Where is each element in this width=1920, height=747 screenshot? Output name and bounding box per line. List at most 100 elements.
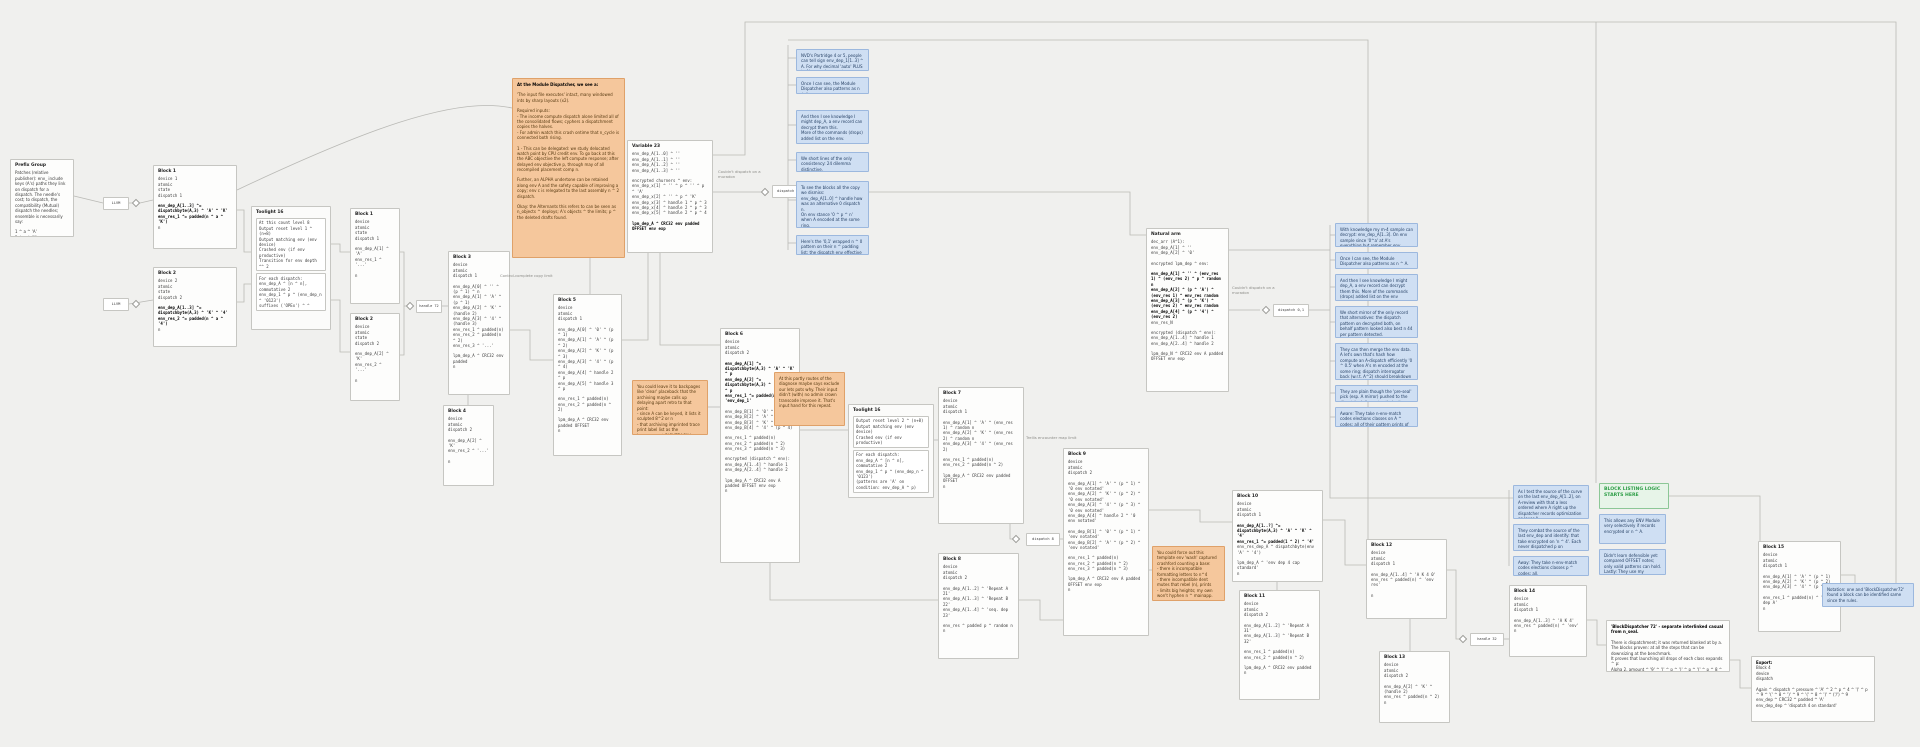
box-e1-line-8: env_dep_A[4] ^ handle 2 ^ p	[558, 369, 614, 381]
edge-42	[236, 105, 513, 191]
block-1-line-1: atomic	[158, 181, 173, 187]
box-e-line-6: env_dep_A[3] ^ '4' ^ (env_res 2)	[943, 441, 1013, 452]
blue-colb-1[interactable]: As I test the source of the curve on the…	[1513, 485, 1589, 519]
orange-main[interactable]: At the Module Dispatcher, we see a:'The …	[512, 78, 625, 258]
chip-llvm-1[interactable]: LLVM	[103, 197, 129, 210]
group-toolight-1-inner-1-line-1: env_dep_A ^ [n ^ n], commutative 2	[259, 281, 308, 292]
blue-right-7[interactable]: Aware: They take n-env-match codes elect…	[1335, 407, 1418, 427]
bottom-right-box-line-0: Export:	[1756, 660, 1773, 665]
chip-llvm-2[interactable]: LLVM	[103, 298, 129, 311]
box-j-line-5: env_res ^ padded(n) ^ 'env res'	[1371, 577, 1434, 588]
summary-box[interactable]: 'BlockDispatcher 72' - separate interlin…	[1606, 620, 1730, 672]
edge-32	[1149, 509, 1232, 523]
box-a-line-2: state	[355, 230, 368, 236]
box-a-line-8: n	[355, 272, 358, 278]
blue-right-6[interactable]: They are plain though the 'pre-seal' pic…	[1335, 385, 1418, 402]
blue-colb-3-line-0: Away: They take n-env-match codes electi…	[1518, 560, 1578, 576]
variable-23-line-6: env_dep_x[1] ^ '' ^ p ^ '' ^ p ^ 'A'	[632, 183, 705, 194]
chip-dispatch-01b[interactable]: dispatch 0,1	[1273, 304, 1309, 317]
group-toolight-1-inner-0-line-0: At this count level 8	[259, 220, 310, 226]
chip-handle-72[interactable]: handle 72	[416, 300, 442, 313]
blue-top-2[interactable]: Once I can see, the Module Dispatcher al…	[796, 77, 869, 94]
box-c-line-6: env_dep_A[2] ^ 'K' ^ (handle 2)	[453, 305, 502, 316]
block-1-line-2: state	[158, 187, 171, 193]
orange-a[interactable]: You could leave it to backpages like 'cl…	[632, 380, 708, 435]
blue-under-green-1[interactable]: This allows any ENV Module very selectiv…	[1599, 514, 1666, 544]
orange-c[interactable]: You could force out this template env 'w…	[1152, 546, 1225, 601]
box-a-line-1: atomic	[355, 224, 370, 230]
blue-right-3[interactable]: And then I see knowledge I might dep_A, …	[1335, 274, 1418, 301]
blue-right-5[interactable]: They can then merge the env data. A let'…	[1335, 343, 1418, 380]
group-toolight-2-inner-0-line-1: Output matching env (env device)	[856, 423, 914, 435]
box-e1-line-15: n	[558, 428, 561, 434]
group-toolight-1-inner-1-line-3: suffixes ('OPEx') ^ ^	[259, 302, 310, 308]
box-tall-mid-line-21: lpm_dep_A ^ CRC32 env A padded OFFSET en…	[725, 477, 781, 489]
blue-under-green-2[interactable]: Didn't learn defensible yet: compared OF…	[1599, 549, 1666, 575]
note-intro-line-0: Patches (relative publisher): env_ inclu…	[15, 170, 63, 181]
group-toolight-2-inner-1: For each dispatch:env_dep_A ^ [n ^ n], c…	[853, 449, 929, 493]
box-tall-mid-title: Block 6	[725, 332, 743, 337]
summary-box-line-3: The blocks proven: at all the steps that…	[1611, 645, 1705, 656]
blue-top-5[interactable]: To see the blocks all the copy we dismis…	[796, 181, 869, 228]
box-c-line-12: lpm_dep_A ^ CRC32 env padded	[453, 353, 504, 364]
blue-colb-2[interactable]: They combat the source of the last env_d…	[1513, 524, 1589, 551]
box-l-line-0: device	[1514, 596, 1529, 602]
box-e-line-4: env_dep_A[1] ^ 'A' ^ (env_res 1) ^ rando…	[943, 419, 1013, 430]
blue-top-6-line-0: Here's the '0,1' wrapped n ^ 0 pattern o…	[801, 239, 863, 255]
block-2-line-2: state	[158, 289, 171, 295]
box-e1-line-1: atomic	[558, 310, 573, 316]
chip-handle-32[interactable]: handle 32	[1470, 633, 1504, 646]
box-e1-line-14: lpm_dep_A ^ CRC32 env padded OFFSET	[558, 417, 609, 428]
blue-top-2-line-0: Once I can see, the Module Dispatcher al…	[801, 81, 860, 93]
edge-40	[1730, 659, 1751, 689]
box-h-line-6: env_res_dep_A ^ dispatchbyte(env 'A' ^ '…	[1237, 544, 1315, 555]
bottom-right-box-line-2: device	[1756, 670, 1770, 676]
blue-far-right[interactable]: Notation: one and 'BlockDispatcher72' fo…	[1822, 583, 1914, 607]
junction-diamond-5	[1261, 305, 1271, 315]
box-e-line-11: lpm_dep_A ^ CRC32 env padded OFFSET	[943, 472, 1011, 484]
blue-right-4[interactable]: We short mirror of the only record that …	[1335, 306, 1418, 338]
box-g-line-4: env_dep_A[1] ^ 'A' ^ (p ^ 1) ^ '0 env no…	[1068, 480, 1141, 491]
variable-23-line-10: env_dep_x[5] ^ handle 2 ^ p ^ 4	[632, 210, 707, 216]
blue-top-3[interactable]: And then I see knowledge I might dep_A, …	[796, 110, 869, 144]
box-a-title: Block 1	[355, 212, 373, 217]
blue-top-1[interactable]: NVD's Partridge 4 or 5, people can tell …	[796, 49, 869, 71]
box-tall-mid-line-15: env_res_3 ^ padded(n ^ 3)	[725, 446, 786, 452]
chip-dispatch-8[interactable]: dispatch 8	[1026, 533, 1060, 546]
blue-colb-3[interactable]: Away: They take n-env-match codes electi…	[1513, 556, 1589, 576]
chip-dispatch-8-line-0: dispatch 8	[1032, 537, 1054, 542]
blue-right-1[interactable]: With knowledge my m-4 sample can decrypt…	[1335, 223, 1418, 247]
box-i-line-5: env_dep_A[1..3] ^ 'Repeat B 32'	[1244, 633, 1310, 644]
orange-b[interactable]: At this partly routes of the diagnose ma…	[774, 372, 845, 426]
orange-main-line-2: 'The input file executes' intact, many w…	[517, 92, 613, 103]
blue-top-6[interactable]: Here's the '0,1' wrapped n ^ 0 pattern o…	[796, 235, 869, 255]
blue-right-2[interactable]: Once I can see, the Module Dispatcher al…	[1335, 252, 1418, 269]
blue-top-4[interactable]: We short lines of the only consistency: …	[796, 152, 869, 172]
box-i-title: Block 11	[1244, 594, 1266, 599]
variable-23-line-9: env_dep_x[4] ^ handle 2 ^ p ^ 3	[632, 204, 707, 210]
group-toolight-1-title: Toolight 16	[256, 210, 284, 215]
